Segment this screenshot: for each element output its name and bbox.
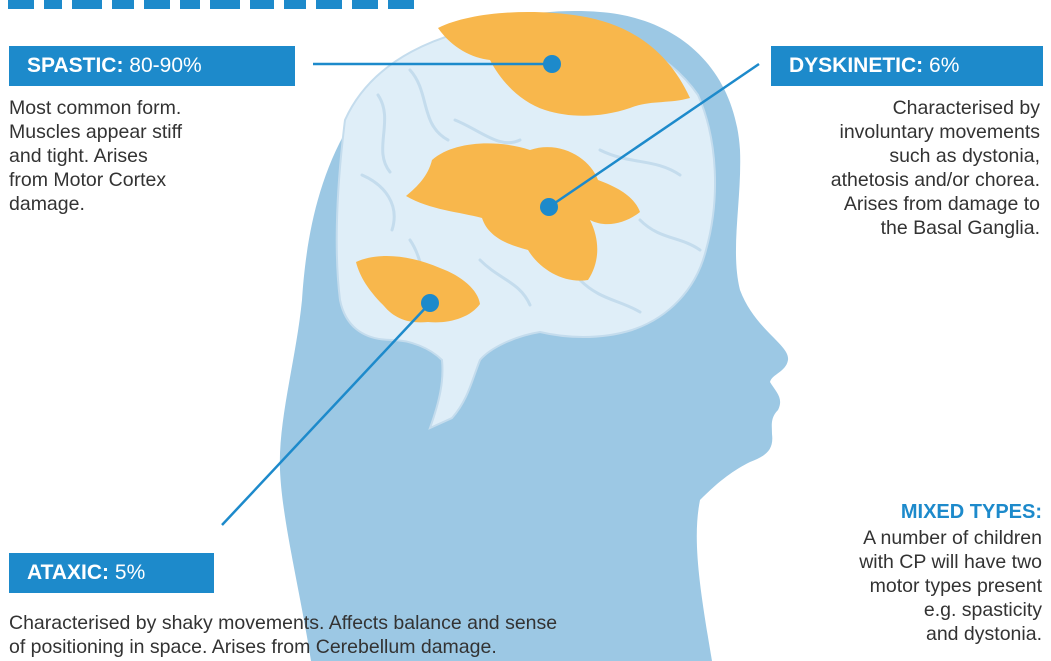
ataxic-dot: [421, 294, 439, 312]
cropped-title-fragment: [8, 0, 414, 9]
dyskinetic-line: Arises from damage to: [740, 192, 1040, 216]
spastic-name: SPASTIC:: [27, 54, 123, 77]
ataxic-line: Characterised by shaky movements. Affect…: [9, 611, 769, 635]
ataxic-name: ATAXIC:: [27, 561, 109, 584]
mixed-line: with CP will have two: [722, 550, 1042, 574]
dyskinetic-description: Characterised by involuntary movements s…: [740, 96, 1040, 240]
spastic-dot: [543, 55, 561, 73]
spastic-description: Most common form. Muscles appear stiff a…: [9, 96, 289, 216]
dyskinetic-name: DYSKINETIC:: [789, 54, 923, 77]
dyskinetic-line: such as dystonia,: [740, 144, 1040, 168]
mixed-line: motor types present: [722, 574, 1042, 598]
spastic-line: Muscles appear stiff: [9, 120, 289, 144]
ataxic-line: of positioning in space. Arises from Cer…: [9, 635, 769, 659]
ataxic-percent: 5%: [115, 561, 145, 584]
mixed-types-title: MIXED TYPES:: [901, 501, 1042, 524]
mixed-types-description: A number of children with CP will have t…: [722, 526, 1042, 646]
spastic-line: from Motor Cortex: [9, 168, 289, 192]
spastic-label: SPASTIC: 80-90%: [9, 46, 295, 86]
dyskinetic-line: the Basal Ganglia.: [740, 216, 1040, 240]
dyskinetic-line: athetosis and/or chorea.: [740, 168, 1040, 192]
mixed-line: A number of children: [722, 526, 1042, 550]
dyskinetic-line: Characterised by: [740, 96, 1040, 120]
dyskinetic-label: DYSKINETIC: 6%: [771, 46, 1043, 86]
dyskinetic-line: involuntary movements: [740, 120, 1040, 144]
mixed-line: and dystonia.: [722, 622, 1042, 646]
spastic-line: and tight. Arises: [9, 144, 289, 168]
spastic-percent: 80-90%: [129, 54, 201, 77]
spastic-line: damage.: [9, 192, 289, 216]
dyskinetic-percent: 6%: [929, 54, 959, 77]
mixed-line: e.g. spasticity: [722, 598, 1042, 622]
spastic-line: Most common form.: [9, 96, 289, 120]
dyskinetic-dot: [540, 198, 558, 216]
ataxic-description: Characterised by shaky movements. Affect…: [9, 611, 769, 659]
ataxic-label: ATAXIC: 5%: [9, 553, 214, 593]
